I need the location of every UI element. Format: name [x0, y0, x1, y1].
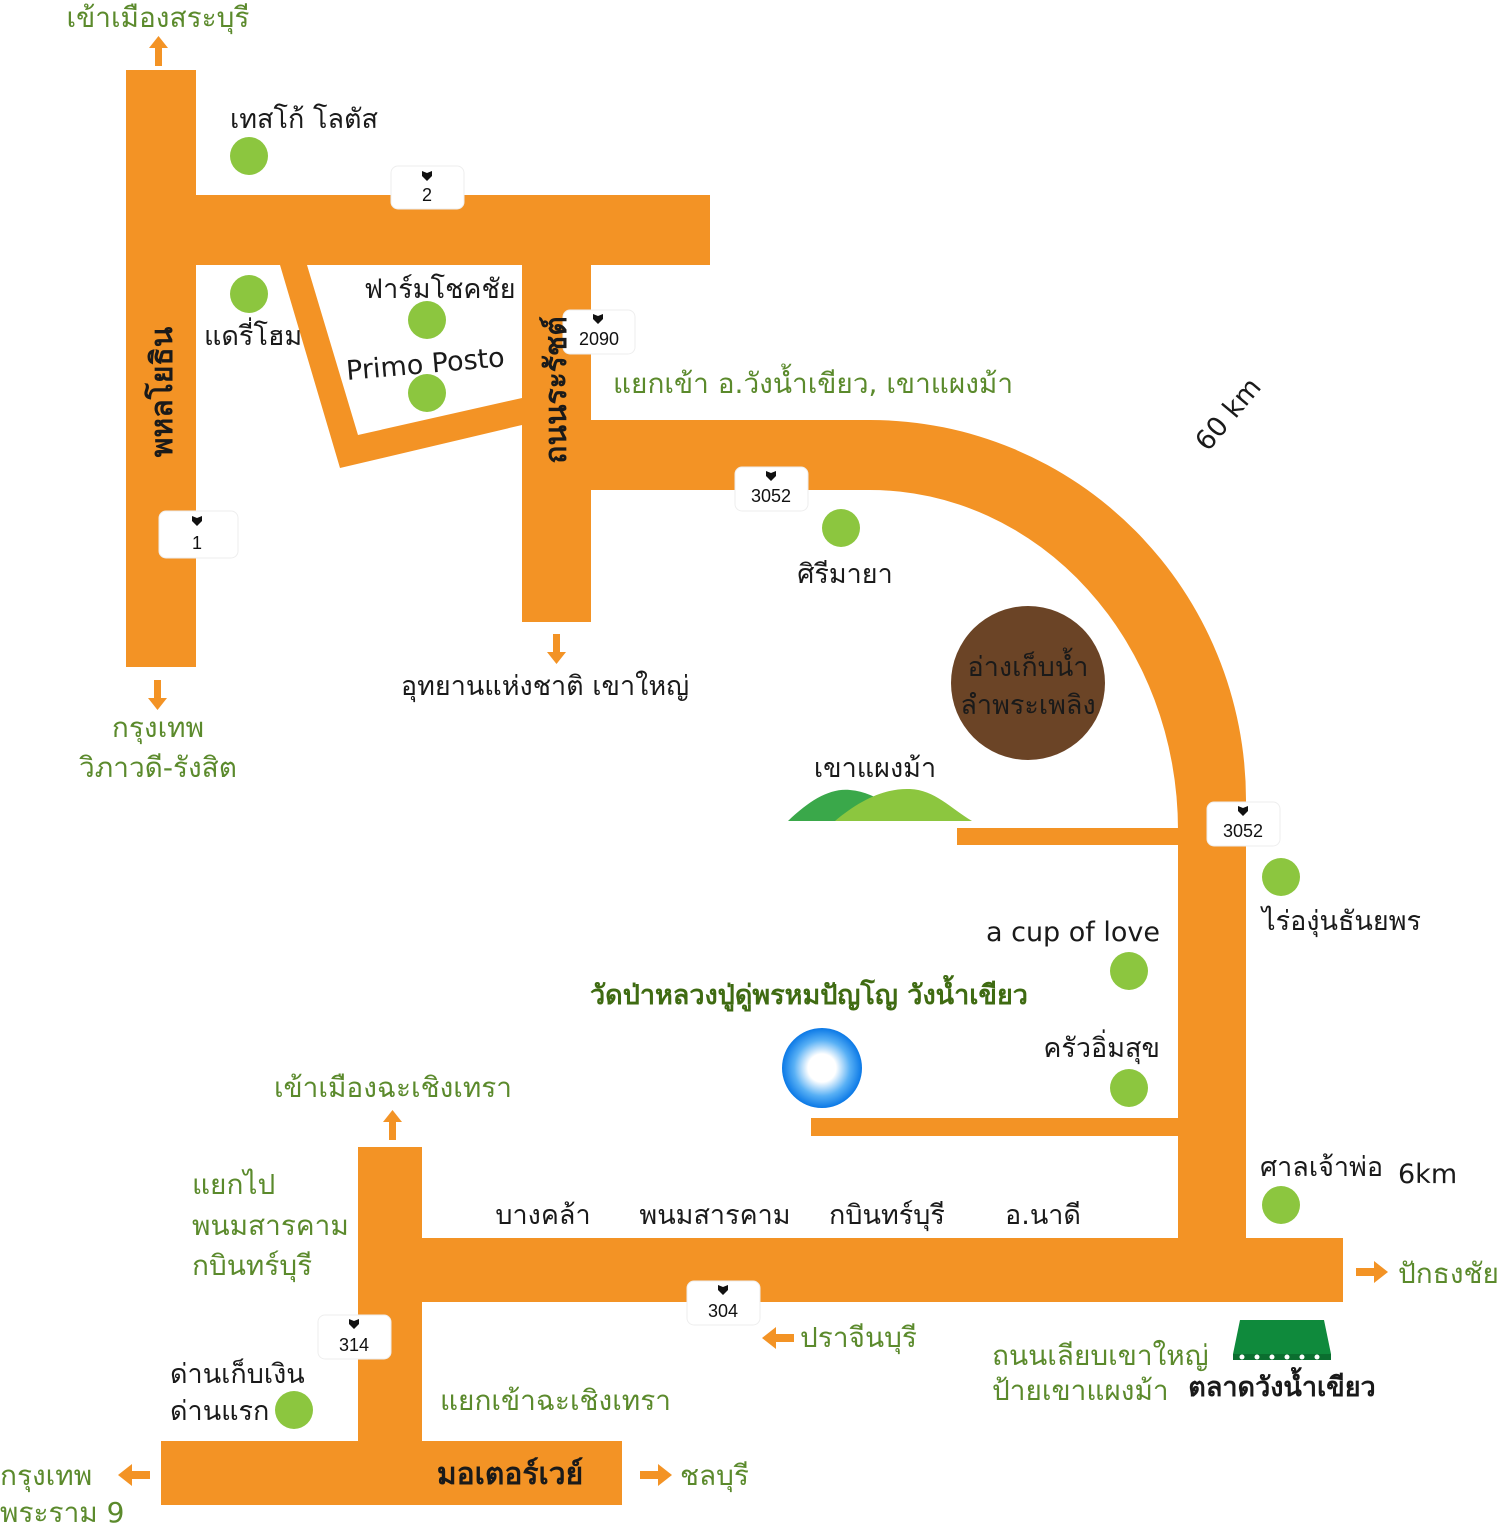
distance-label: 6km	[1398, 1159, 1457, 1190]
direction-label: แยกเข้าฉะเชิงเทรา	[440, 1384, 671, 1417]
road-diagonal	[280, 265, 522, 468]
shield-icon	[718, 1285, 728, 1295]
poi-dot	[1110, 1069, 1148, 1107]
direction-label: ถนนเลียบเขาใหญ่	[992, 1339, 1209, 1372]
arrow-right-icon	[640, 1464, 672, 1486]
road-temple-branch	[811, 1118, 1178, 1136]
svg-text:3052: 3052	[1223, 821, 1263, 841]
route-sign: 3052	[1206, 801, 1281, 847]
road-314	[358, 1147, 422, 1441]
town-label: พนมสารคาม	[639, 1200, 790, 1231]
svg-text:304: 304	[708, 1301, 738, 1321]
town-label: บางคล้า	[495, 1200, 590, 1231]
poi-dot	[822, 509, 860, 547]
direction-label: พระราม 9	[0, 1496, 124, 1526]
shield-icon	[593, 314, 603, 324]
town-label: อ.นาดี	[1005, 1200, 1081, 1231]
direction-label: พนมสารคาม	[192, 1209, 349, 1242]
route-sign: 314	[317, 1314, 392, 1360]
poi-dot	[275, 1391, 313, 1429]
poi-label: ฟาร์มโชคชัย	[364, 273, 516, 305]
market-icon	[1233, 1320, 1331, 1360]
road-motorway	[161, 1441, 622, 1505]
poi-label: เขาแผงม้า	[814, 753, 936, 784]
poi-dot	[1262, 1186, 1300, 1224]
poi-dot	[1110, 952, 1148, 990]
route-sign: 2090	[562, 309, 636, 355]
arrow-left-icon	[118, 1464, 150, 1486]
direction-label: แยกเข้า อ.วังน้ำเขียว, เขาแผงม้า	[613, 363, 1013, 400]
shield-icon	[192, 516, 202, 526]
poi-dot	[408, 301, 446, 339]
shield-icon	[349, 1319, 359, 1329]
direction-label: แยกไป	[192, 1168, 275, 1201]
poi-label: ด่านแรก	[170, 1396, 269, 1427]
distance-label: 60 km	[1189, 372, 1267, 457]
direction-label: กบินทร์บุรี	[192, 1249, 312, 1283]
direction-label: ชลบุรี	[680, 1459, 749, 1493]
poi-label: ศิรีมายา	[797, 559, 893, 590]
arrow-right-icon	[1356, 1261, 1388, 1283]
poi-dot	[230, 137, 268, 175]
direction-label: ป้ายเขาแผงม้า	[992, 1374, 1169, 1407]
road-phahonyothin	[126, 70, 196, 667]
road-khaophaengma-branch	[957, 828, 1178, 845]
direction-label: ปักธงชัย	[1398, 1257, 1499, 1290]
arrow-left-icon	[762, 1327, 794, 1349]
poi-label: ศาลเจ้าพ่อ	[1260, 1152, 1383, 1183]
reservoir-marker	[951, 606, 1105, 760]
road-name: พหลโยธิน	[143, 326, 180, 457]
road-name: มอเตอร์เวย์	[437, 1457, 583, 1492]
route-sign: 1	[158, 510, 239, 559]
shield-icon	[1238, 806, 1248, 816]
direction-label: กรุงเทพ	[0, 1459, 92, 1493]
direction-label: อุทยานแห่งชาติ เขาใหญ่	[401, 670, 689, 703]
direction-label: เข้าเมืองฉะเชิงเทรา	[274, 1071, 512, 1104]
reservoir-label: อ่างเก็บน้ำ	[968, 647, 1089, 683]
mountain-icon	[788, 788, 972, 821]
direction-label: กรุงเทพ	[112, 711, 204, 745]
svg-text:314: 314	[339, 1335, 369, 1355]
poi-label: a cup of love	[986, 917, 1160, 948]
shield-icon	[422, 171, 432, 181]
town-label: กบินทร์บุรี	[829, 1199, 945, 1232]
poi-label: เทสโก้ โลตัส	[230, 104, 378, 135]
poi-label: แดรี่โฮม	[204, 317, 302, 352]
direction-label: ปราจีนบุรี	[800, 1321, 917, 1355]
svg-text:3052: 3052	[751, 486, 791, 506]
poi-label: ไร่องุ่นธันยพร	[1260, 906, 1421, 938]
temple-location-marker	[782, 1028, 862, 1108]
route-sign: 304	[686, 1280, 761, 1326]
arrow-up-icon	[383, 1110, 402, 1140]
route-sign: 2	[390, 165, 465, 210]
road-304	[358, 1238, 1343, 1302]
poi-label: ตลาดวังน้ำเขียว	[1188, 1366, 1375, 1403]
direction-label: วิภาวดี-รังสิต	[79, 751, 237, 784]
shield-icon	[766, 471, 776, 481]
poi-dot	[230, 275, 268, 313]
road-3052-curve	[591, 420, 1246, 1238]
svg-text:2090: 2090	[579, 329, 619, 349]
svg-text:1: 1	[192, 533, 202, 553]
poi-dot	[408, 374, 446, 412]
arrow-up-icon	[149, 36, 168, 66]
poi-label: ครัวอิ่มสุข	[1043, 1029, 1160, 1065]
road-name: ถนนระรัชต์	[539, 316, 574, 463]
arrow-down-icon	[547, 634, 566, 664]
temple-label: วัดป่าหลวงปู่ดู่พรหมปัญโญ วังน้ำเขียว	[590, 974, 1028, 1012]
poi-label: ด่านเก็บเงิน	[170, 1356, 305, 1390]
reservoir-label: ลำพระเพลิง	[960, 690, 1095, 721]
arrow-down-icon	[148, 680, 167, 710]
svg-text:2: 2	[422, 185, 432, 205]
poi-dot	[1262, 858, 1300, 896]
direction-label: เข้าเมืองสระบุรี	[67, 1, 250, 35]
route-sign: 3052	[734, 466, 809, 512]
